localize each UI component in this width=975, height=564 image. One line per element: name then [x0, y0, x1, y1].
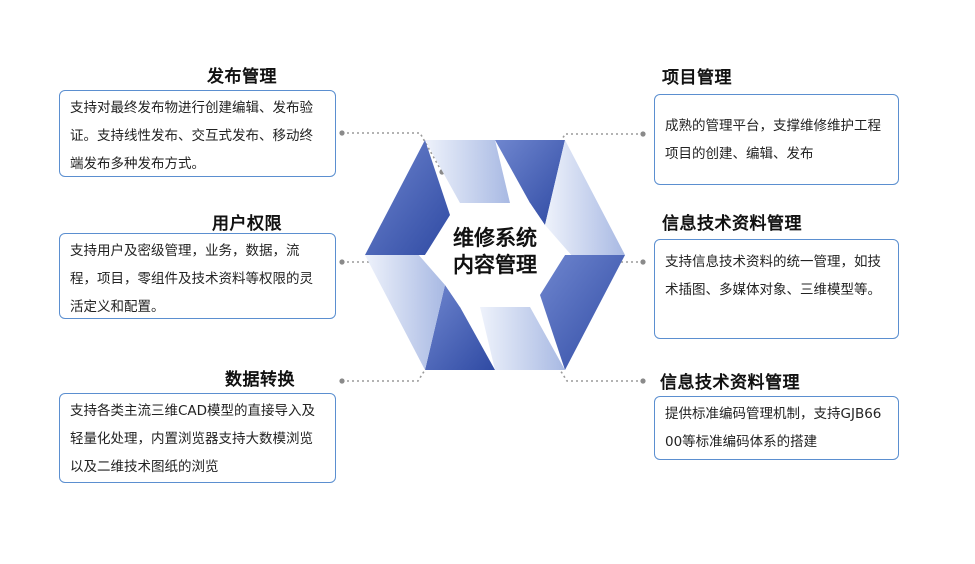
connector-dot: [640, 378, 646, 384]
hex-segment-right-lower: [540, 255, 625, 370]
hub-label-line1: 维修系统: [453, 226, 537, 250]
hex-segment-left-lower: [365, 245, 445, 370]
hex-segment-top-left: [425, 140, 510, 203]
card-data-conversion: 支持各类主流三维CAD模型的直接导入及轻量化处理，内置浏览器支持大数模浏览以及二…: [59, 393, 336, 483]
hex-segment-right-upper: [545, 140, 625, 265]
hex-segment-top-right: [495, 140, 565, 225]
central-hexagon-graphic: [365, 140, 625, 370]
hex-inner-face: [425, 203, 565, 307]
title-release-management: 发布管理: [207, 67, 277, 87]
connector-dot: [339, 259, 345, 265]
card-user-permissions: 支持用户及密级管理，业务，数据，流程，项目，零组件及技术资料等权限的灵活定义和配…: [59, 233, 336, 319]
hex-segment-bottom-left: [425, 285, 495, 370]
title-user-permissions: 用户权限: [212, 214, 282, 234]
connector-left-3: [342, 345, 441, 382]
connector-right-3: [544, 345, 643, 382]
title-data-conversion: 数据转换: [225, 370, 295, 390]
hex-segment-left-upper: [365, 140, 450, 255]
hub-label: 维修系统 内容管理: [440, 225, 550, 279]
connector-dot: [339, 130, 345, 136]
title-project-management: 项目管理: [662, 68, 732, 88]
title-info-tech-docs-2: 信息技术资料管理: [660, 373, 800, 393]
card-info-tech-docs-2: 提供标准编码管理机制，支持GJB6600等标准编码体系的搭建: [654, 396, 899, 460]
hub-label-line2: 内容管理: [453, 253, 537, 277]
hex-segment-bottom-right: [480, 307, 565, 370]
title-info-tech-docs-1: 信息技术资料管理: [662, 214, 802, 234]
connector-dot: [640, 259, 646, 265]
card-release-management: 支持对最终发布物进行创建编辑、发布验证。支持线性发布、交互式发布、移动终端发布多…: [59, 90, 336, 177]
connector-dot: [640, 131, 646, 137]
card-info-tech-docs-1: 支持信息技术资料的统一管理，如技术插图、多媒体对象、三维模型等。: [654, 239, 899, 339]
connector-dot: [339, 378, 345, 384]
connector-left-1: [342, 132, 443, 173]
card-project-management: 成熟的管理平台，支撑维修维护工程项目的创建、编辑、发布: [654, 94, 899, 185]
